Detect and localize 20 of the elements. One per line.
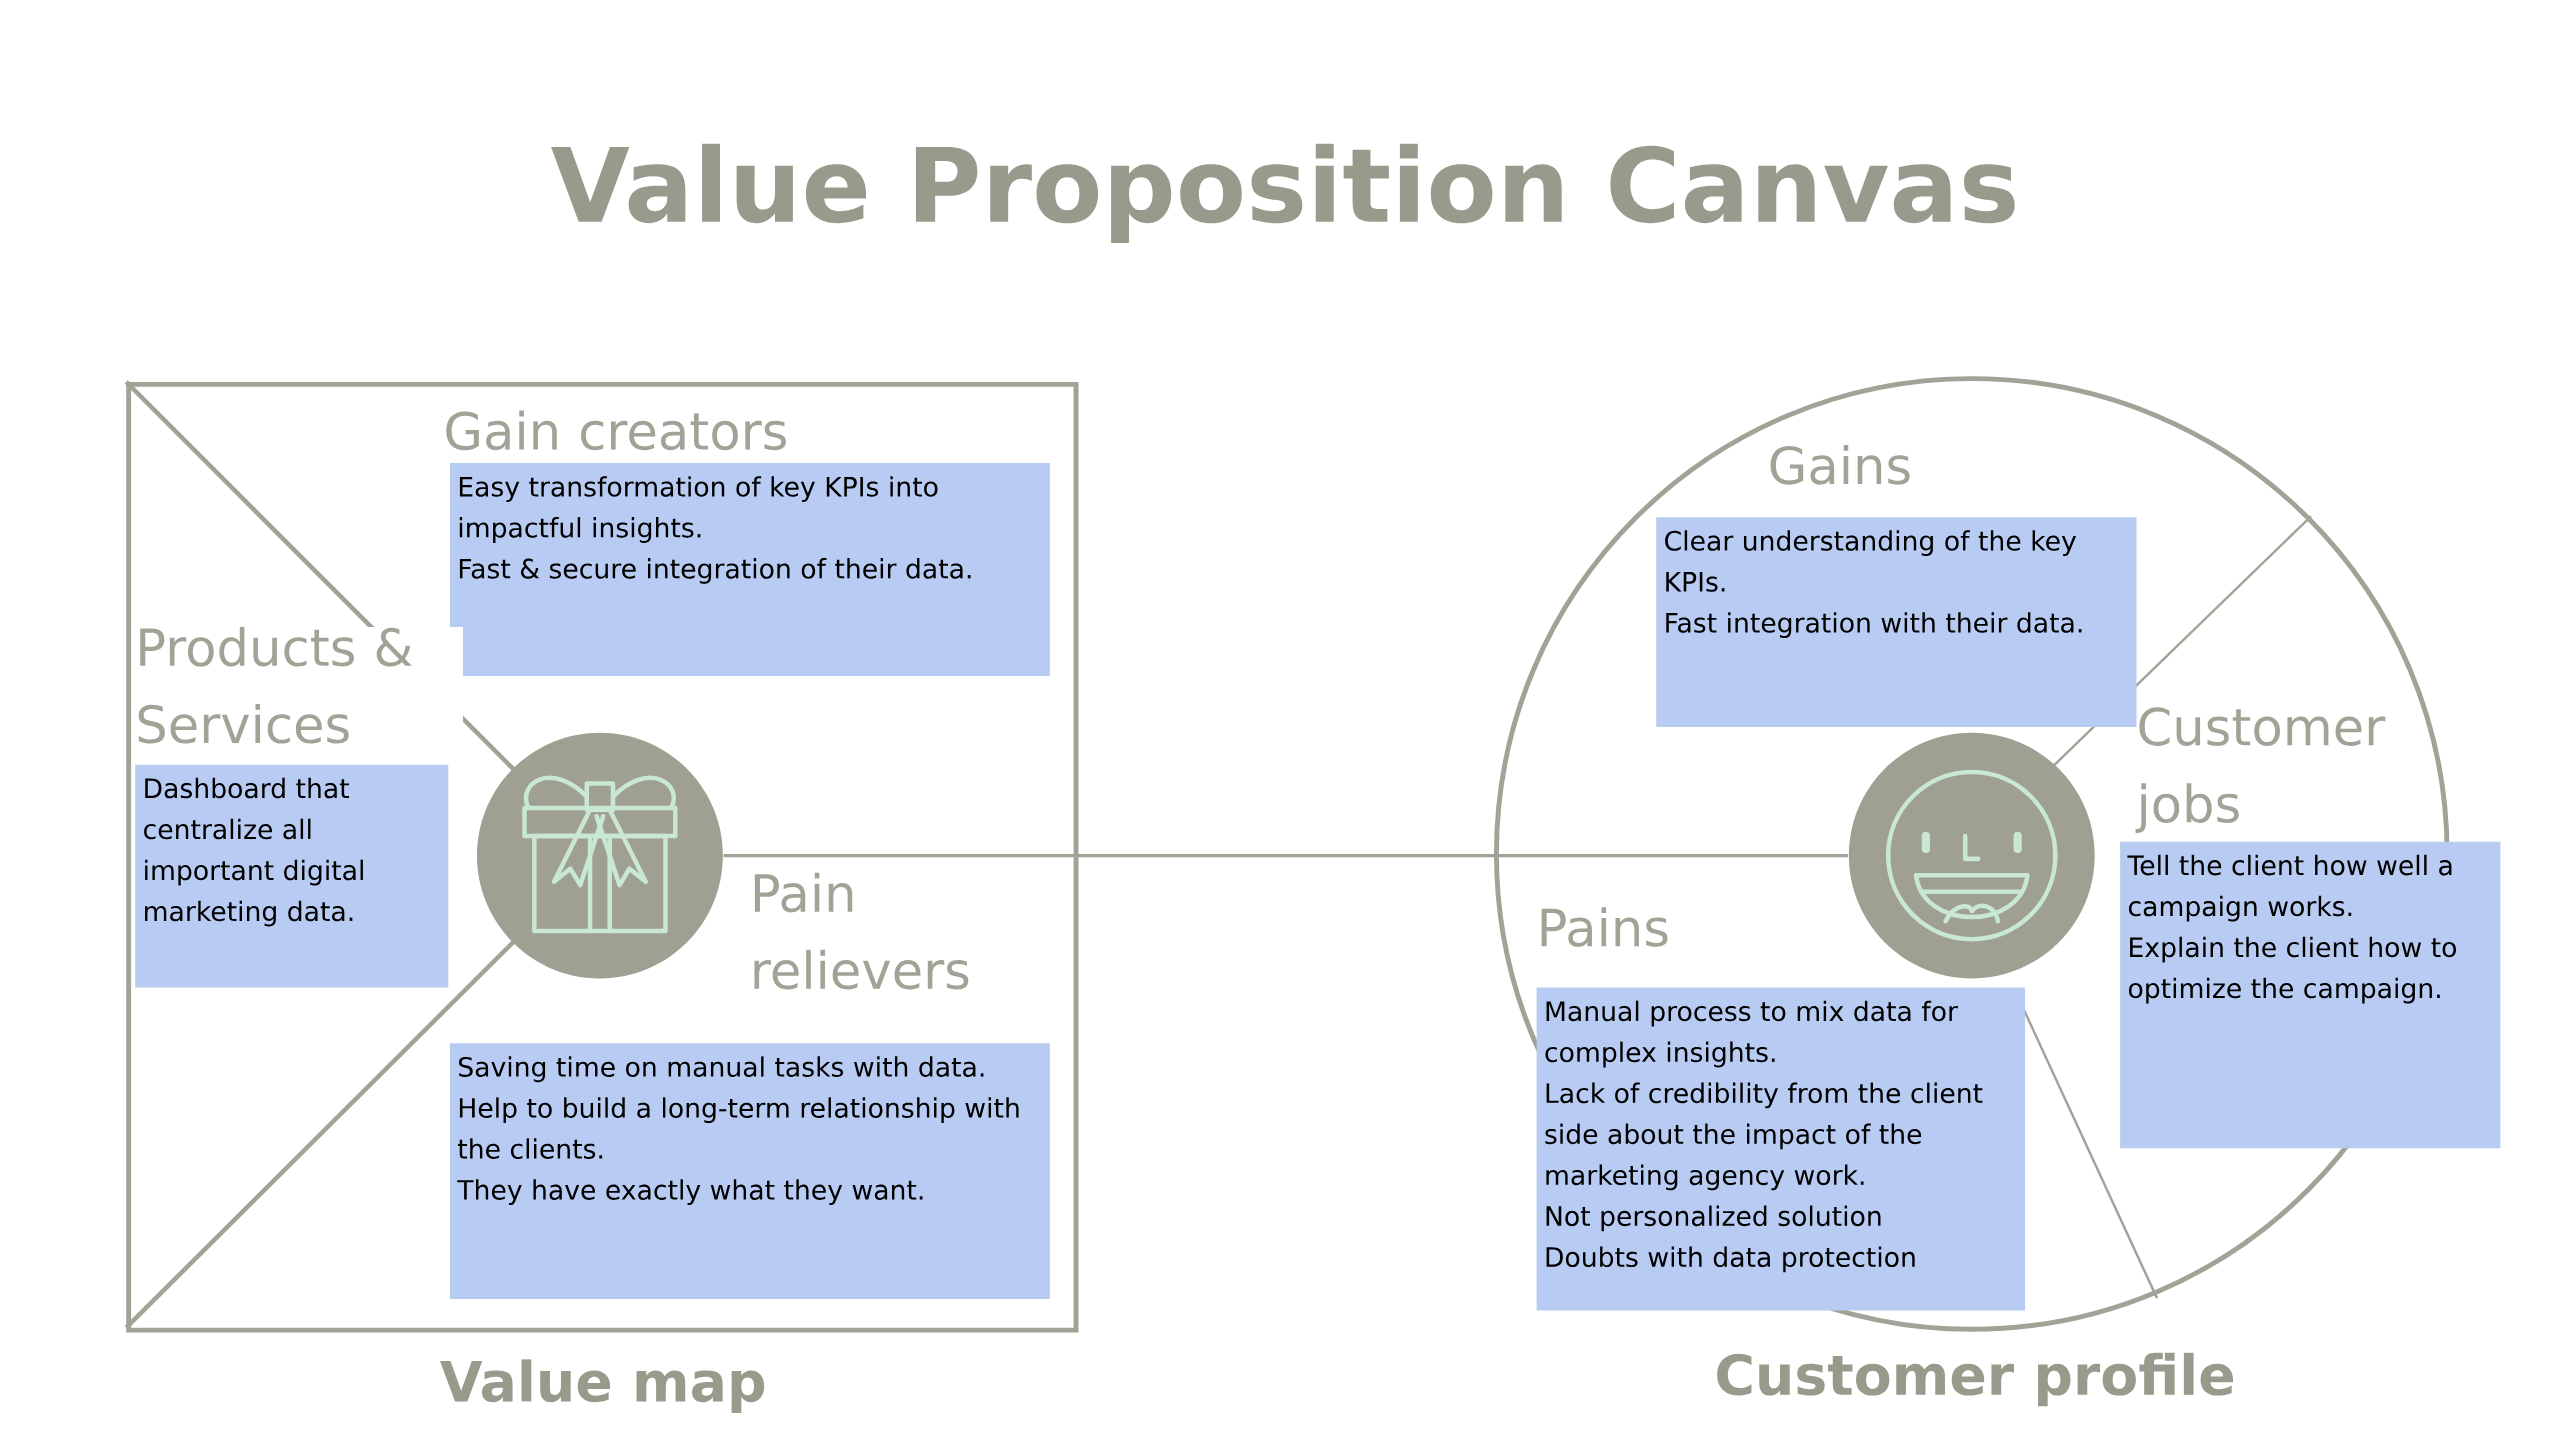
- node-label: Manual process to mix data for complex insights.: [1545, 1000, 1958, 1068]
- node-label: Not personalized solution: [1546, 1205, 1881, 1232]
- section-heading: Gains: [1770, 445, 1910, 485]
- node-label: Doubts with data protection: [1546, 1246, 1915, 1273]
- sticky-note: Clear understanding of the key KPIs. Fast integration with their data.: [1656, 517, 2137, 727]
- canvas-caption: Customer profile: [1717, 1352, 2234, 1407]
- sticky-note: Dashboard that centralize all important digital marketing data.: [135, 764, 449, 988]
- node-label: Lack of credibility from the client side about the impact of the marketing agency work.: [1545, 1082, 1983, 1191]
- section-heading: Pain relievers: [754, 872, 969, 990]
- section-heading: Pains: [1541, 907, 1668, 947]
- sticky-note: Tell the client how well a campaign works. Explain the client how to optimize the campaign.: [2120, 841, 2501, 1149]
- section-heading: Gain creators: [446, 410, 786, 451]
- title: Value Proposition Canvas: [551, 143, 2015, 243]
- sticky-note: Easy transformation of key KPIs into impactful insights. Fast & secure integration of their data.: [449, 463, 1050, 677]
- sticky-note: Manual process to mix data for complex insights. Lack of credibility from the client side about the impact of the marketing agency work. Not personalized solution Doubts with data protection: [1536, 987, 2026, 1311]
- section-heading: Customer jobs: [2135, 707, 2386, 833]
- sticky-note: Saving time on manual tasks with data. Help to build a long-term relationship with the clients. They have exactly what they want.: [449, 1043, 1050, 1299]
- section-heading: Products & Services: [135, 626, 464, 744]
- canvas-caption: Value map: [440, 1359, 765, 1413]
- connector-line: [723, 853, 1848, 858]
